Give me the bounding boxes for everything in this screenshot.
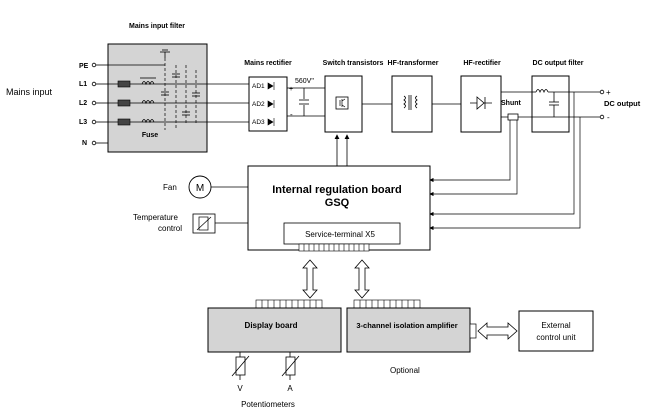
potentiometer-a-icon <box>281 352 300 380</box>
display-board-label: Display board <box>245 321 298 330</box>
transformer-icon <box>403 95 418 110</box>
fan-motor-label: M <box>196 183 204 194</box>
regulation-board-title: Internal regulation board <box>272 184 402 196</box>
feedback-lines <box>429 92 581 231</box>
potentiometer-a-label: A <box>287 384 293 393</box>
n-label: N <box>82 140 87 147</box>
external-control-unit-block <box>518 310 594 352</box>
mains-input-filter-block <box>107 43 208 153</box>
display-board-block <box>207 307 342 353</box>
service-terminal-pins <box>298 243 370 252</box>
isolation-amplifier-label: 3-channel isolation amplifier <box>356 321 457 330</box>
mains-input-label: Mains input <box>6 87 53 97</box>
l2-label: L2 <box>79 100 87 107</box>
pe-label: PE <box>79 63 89 70</box>
dc-link-plus: + <box>289 86 293 93</box>
bus-double-arrow-left <box>302 259 318 299</box>
rectifier-diode-symbols <box>267 82 275 126</box>
ad1-label: AD1 <box>252 83 265 90</box>
potentiometers-label: Potentiometers <box>241 400 295 409</box>
filter-to-rectifier-lines <box>207 83 249 123</box>
dc-link-minus: - <box>290 110 293 119</box>
fuse-symbols <box>117 80 131 126</box>
mains-rectifier-label: Mains rectifier <box>244 60 292 67</box>
hf-transformer-block <box>391 75 433 133</box>
external-double-arrow <box>477 322 518 340</box>
shunt-resistor <box>507 113 519 121</box>
output-filter-symbols <box>532 89 569 118</box>
fan-label: Fan <box>163 183 177 192</box>
input-lines <box>96 64 207 144</box>
l3-label: L3 <box>79 119 87 126</box>
ad3-label: AD3 <box>252 119 265 126</box>
isolation-amplifier-block <box>346 307 471 353</box>
dc-output-minus: - <box>607 113 610 122</box>
temperature-control-label-2: control <box>158 224 182 233</box>
service-terminal-label: Service-terminal X5 <box>305 230 375 239</box>
potentiometer-v-icon <box>231 352 250 380</box>
input-terminals <box>91 62 97 146</box>
choke-symbols <box>140 77 156 124</box>
dc-output-terminals <box>599 89 605 120</box>
filter-capacitor-plates <box>161 73 200 116</box>
isolation-amplifier-pins <box>353 299 421 309</box>
drive-arrows <box>334 134 350 166</box>
dc-output-label: DC output <box>604 99 641 108</box>
external-control-unit-label-2: control unit <box>536 333 576 342</box>
dc-link-lines <box>287 87 325 117</box>
temperature-control-label-1: Temperature <box>133 213 178 222</box>
hf-transformer-label: HF-transformer <box>388 60 439 67</box>
optional-label: Optional <box>390 366 420 375</box>
display-board-pins <box>255 299 323 309</box>
dc-output-plus: + <box>606 88 611 97</box>
dc-link-voltage-label: 560V" <box>295 78 314 85</box>
dc-output-filter-label: DC output filter <box>533 60 584 67</box>
dc-output-filter-block <box>531 75 570 133</box>
hf-rectifier-label: HF-rectifier <box>463 60 501 67</box>
fuse-label: Fuse <box>142 132 158 139</box>
potentiometer-v-label: V <box>237 384 243 393</box>
regulation-board-subtitle: GSQ <box>325 197 350 209</box>
bus-double-arrow-right <box>354 259 370 299</box>
ad2-label: AD2 <box>252 101 265 108</box>
shunt-label: Shunt <box>501 100 521 107</box>
ground-icon <box>160 49 170 58</box>
switch-transistors-label: Switch transistors <box>323 60 384 67</box>
l1-label: L1 <box>79 81 87 88</box>
mains-input-filter-label: Mains input filter <box>129 23 185 30</box>
external-control-unit-label-1: External <box>541 321 571 330</box>
diode-icon <box>470 96 492 110</box>
